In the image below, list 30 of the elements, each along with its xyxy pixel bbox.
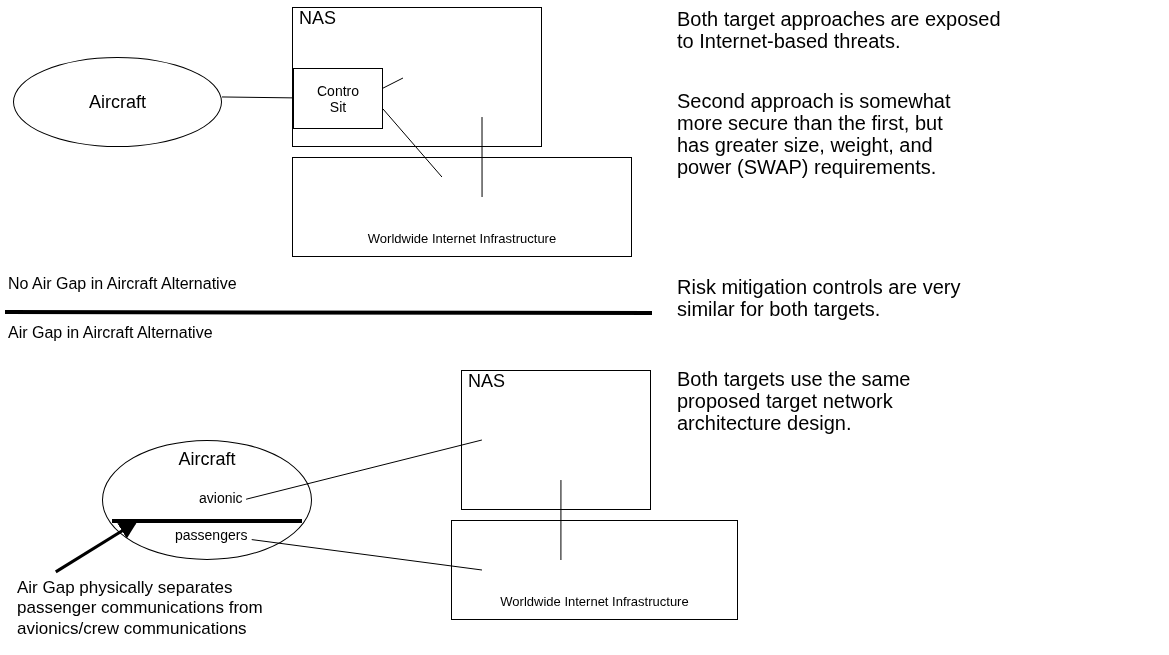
connector-line (481, 116, 483, 198)
control-site-box (293, 68, 383, 129)
connector-line (251, 539, 483, 571)
node-label: Worldwide Internet Infrastructure (367, 232, 557, 247)
node-label: Contro Sit (316, 82, 360, 115)
nas-box (461, 370, 651, 510)
connector-line (560, 479, 562, 561)
leader-arrow (55, 521, 138, 574)
node-label: Worldwide Internet Infrastructure (500, 595, 689, 610)
connector-line (221, 96, 294, 99)
connector-line (382, 77, 404, 89)
avionic-label: avionic (199, 490, 243, 507)
connector-line (245, 439, 483, 500)
node-label: NAS (468, 371, 505, 392)
internet-box (451, 520, 738, 620)
note-text: Both target approaches are exposed to Internet-based threats. (677, 8, 1002, 52)
node-label: NAS (299, 8, 336, 29)
connector-line (382, 108, 443, 178)
nas-box (292, 7, 542, 147)
bar (112, 519, 302, 523)
passengers-label: passengers (175, 527, 248, 544)
note-text: Risk mitigation controls are very similar for both targets. (677, 276, 962, 320)
node-label: Aircraft (89, 91, 146, 113)
note-text: Second approach is somewhat more secure than the first, but has greater size, weight, and power (SWAP) requirements. (677, 90, 952, 178)
internet-box (292, 157, 632, 257)
air-gap-note: Air Gap physically separates passenger communications from avionics/crew communications (17, 578, 292, 640)
node-label: Aircraft (178, 449, 236, 470)
section-heading: Air Gap in Aircraft Alternative (8, 324, 214, 342)
section-heading: No Air Gap in Aircraft Alternative (8, 275, 238, 293)
note-text: Both targets use the same proposed target network architecture design. (677, 368, 912, 434)
